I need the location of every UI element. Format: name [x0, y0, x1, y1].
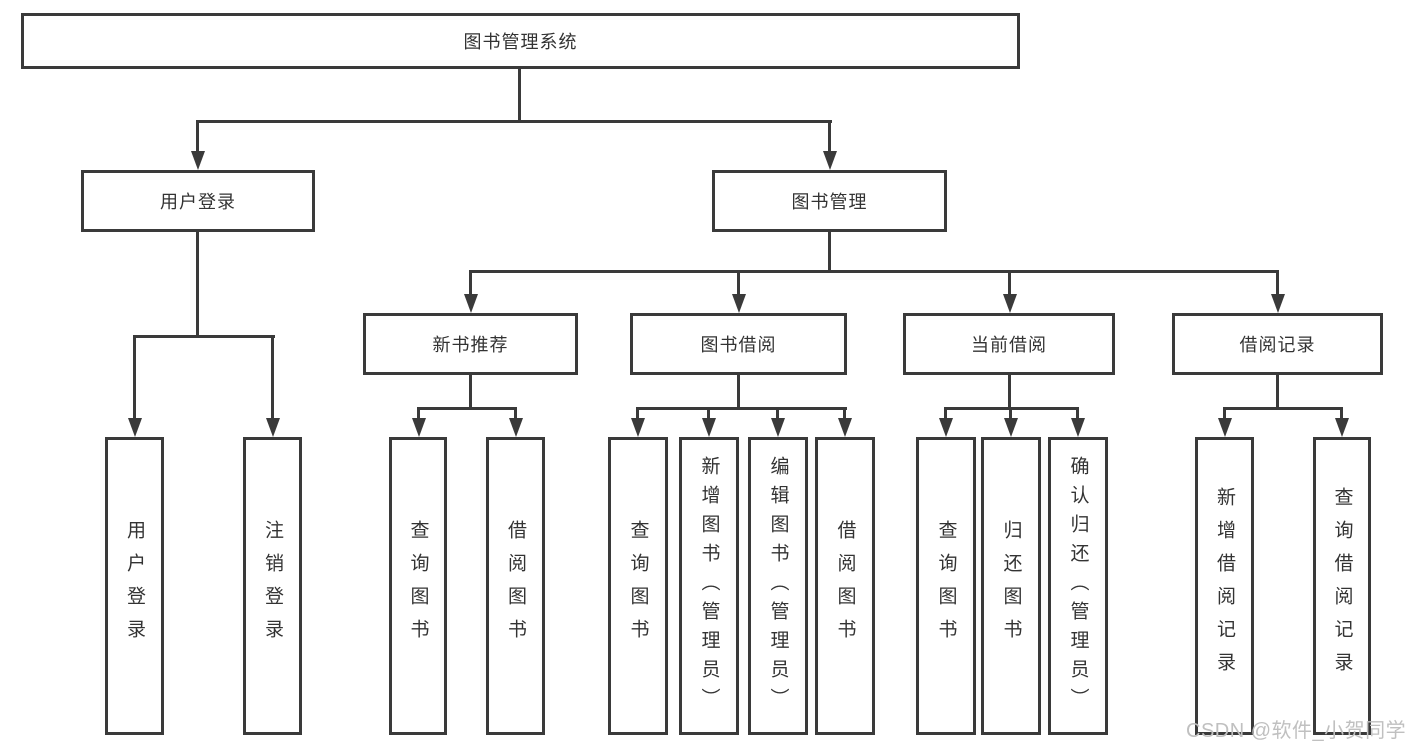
- connector-book-borrow-stem: [737, 375, 740, 410]
- leaf-recommend-borrow-books-label: 借阅图书: [505, 520, 526, 652]
- leaf-borrow-add-books-admin-label: 新增图书（管理员）: [698, 455, 720, 717]
- leaf-records-add-record: 新增借阅记录: [1195, 437, 1254, 735]
- connector-vline: [469, 270, 472, 295]
- node-borrow-records: 借阅记录: [1172, 313, 1383, 375]
- leaf-logout-label: 注销登录: [262, 520, 283, 652]
- node-root-label: 图书管理系统: [463, 32, 578, 52]
- connector-vline: [944, 407, 947, 420]
- connector-user-login-stem: [196, 232, 199, 338]
- connector-vline: [271, 335, 274, 419]
- arrowhead-icon: [823, 151, 837, 170]
- node-book-management: 图书管理: [712, 170, 947, 232]
- arrowhead-icon: [771, 418, 785, 437]
- node-new-book-recommend-label: 新书推荐: [432, 335, 509, 355]
- arrowhead-icon: [266, 418, 280, 437]
- arrowhead-icon: [191, 151, 205, 170]
- arrowhead-icon: [1218, 418, 1232, 437]
- connector-root-rail: [196, 120, 832, 123]
- node-user-login: 用户登录: [81, 170, 315, 232]
- leaf-user-login-label: 用户登录: [124, 520, 145, 652]
- leaf-borrow-edit-books-admin: 编辑图书（管理员）: [748, 437, 808, 735]
- arrowhead-icon: [1003, 294, 1017, 313]
- connector-current-borrow-stem: [1008, 375, 1011, 410]
- connector-vline: [636, 407, 639, 420]
- connector-vline: [843, 407, 846, 420]
- leaf-current-confirm-return-admin: 确认归还（管理员）: [1048, 437, 1108, 735]
- arrowhead-icon: [939, 418, 953, 437]
- connector-recommend-rail: [417, 407, 517, 410]
- arrowhead-icon: [1271, 294, 1285, 313]
- node-book-borrow-label: 图书借阅: [700, 335, 777, 355]
- connector-user-login-rail: [133, 335, 275, 338]
- node-book-borrow: 图书借阅: [630, 313, 847, 375]
- leaf-records-add-record-label: 新增借阅记录: [1214, 487, 1235, 685]
- node-user-login-label: 用户登录: [160, 192, 236, 212]
- leaf-records-query-record-label: 查询借阅记录: [1331, 487, 1353, 685]
- leaf-records-query-record: 查询借阅记录: [1313, 437, 1371, 735]
- connector-vline: [776, 407, 779, 420]
- watermark: CSDN @软件_小贺同学: [1186, 720, 1405, 742]
- leaf-recommend-borrow-books: 借阅图书: [486, 437, 545, 735]
- leaf-recommend-query-books: 查询图书: [389, 437, 447, 735]
- connector-book-management-stem: [828, 232, 831, 273]
- connector-book-borrow-rail: [637, 407, 847, 410]
- arrowhead-icon: [631, 418, 645, 437]
- leaf-borrow-borrow-books-label: 借阅图书: [834, 520, 856, 652]
- node-new-book-recommend: 新书推荐: [363, 313, 578, 375]
- leaf-user-login: 用户登录: [105, 437, 164, 735]
- connector-vline: [1340, 407, 1343, 420]
- arrowhead-icon: [412, 418, 426, 437]
- leaf-logout: 注销登录: [243, 437, 302, 735]
- connector-vline: [196, 120, 199, 153]
- leaf-current-query-books: 查询图书: [916, 437, 976, 735]
- arrowhead-icon: [1335, 418, 1349, 437]
- leaf-borrow-add-books-admin: 新增图书（管理员）: [679, 437, 739, 735]
- leaf-current-confirm-return-admin-label: 确认归还（管理员）: [1067, 455, 1089, 717]
- connector-vline: [133, 335, 136, 419]
- connector-vline: [1276, 270, 1279, 295]
- arrowhead-icon: [1004, 418, 1018, 437]
- arrowhead-icon: [464, 294, 478, 313]
- connector-vline: [737, 270, 740, 295]
- leaf-current-return-books-label: 归还图书: [1000, 520, 1022, 652]
- connector-book-management-rail: [469, 270, 1279, 273]
- leaf-current-return-books: 归还图书: [981, 437, 1041, 735]
- connector-vline: [1223, 407, 1226, 420]
- node-book-management-label: 图书管理: [791, 192, 868, 212]
- node-current-borrow: 当前借阅: [903, 313, 1115, 375]
- arrowhead-icon: [732, 294, 746, 313]
- arrowhead-icon: [838, 418, 852, 437]
- connector-vline: [417, 407, 420, 420]
- connector-vline: [828, 120, 831, 153]
- connector-borrow-records-stem: [1276, 375, 1279, 410]
- leaf-recommend-query-books-label: 查询图书: [407, 520, 429, 652]
- connector-recommend-stem: [469, 375, 472, 410]
- leaf-borrow-query-books-label: 查询图书: [627, 520, 649, 652]
- arrowhead-icon: [128, 418, 142, 437]
- connector-vline: [707, 407, 710, 420]
- connector-root-stem: [518, 69, 521, 123]
- leaf-borrow-edit-books-admin-label: 编辑图书（管理员）: [767, 455, 789, 717]
- node-current-borrow-label: 当前借阅: [971, 335, 1047, 355]
- leaf-borrow-borrow-books: 借阅图书: [815, 437, 875, 735]
- connector-borrow-records-rail: [1223, 407, 1343, 410]
- leaf-current-query-books-label: 查询图书: [935, 520, 957, 652]
- leaf-borrow-query-books: 查询图书: [608, 437, 668, 735]
- arrowhead-icon: [702, 418, 716, 437]
- connector-vline: [1076, 407, 1079, 420]
- arrowhead-icon: [1071, 418, 1085, 437]
- node-root: 图书管理系统: [21, 13, 1020, 69]
- arrowhead-icon: [509, 418, 523, 437]
- node-borrow-records-label: 借阅记录: [1239, 335, 1316, 355]
- connector-vline: [514, 407, 517, 420]
- connector-vline: [1009, 407, 1012, 420]
- connector-vline: [1008, 270, 1011, 295]
